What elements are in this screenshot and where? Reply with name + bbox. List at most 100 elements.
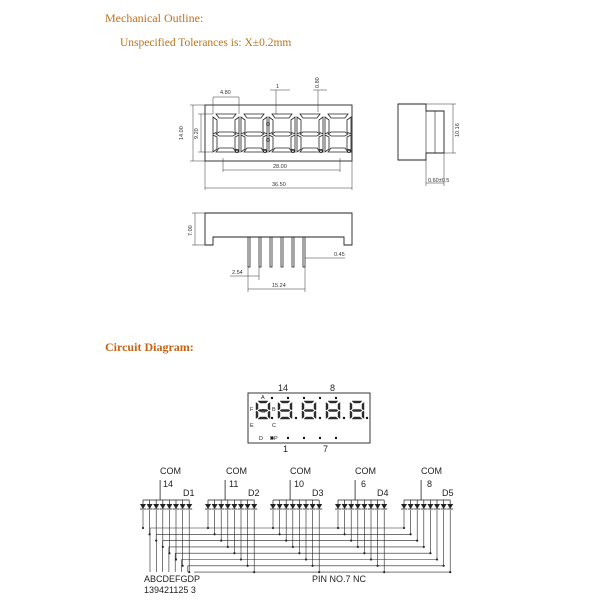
led-diode <box>276 503 284 510</box>
seg-label-a: A <box>261 395 265 401</box>
seg-label-e: E <box>250 423 254 429</box>
digit-group-d1: COM 14 D1 <box>160 466 195 498</box>
junction-dot <box>141 526 145 530</box>
pin-label-1: 1 <box>283 444 288 454</box>
led-diode <box>315 503 323 510</box>
com-pin-d4: 6 <box>361 479 366 489</box>
circuit-diagram-title: Circuit Diagram: <box>105 340 194 354</box>
digit-name-d5: D5 <box>442 488 454 498</box>
digit-3-outline <box>268 113 296 153</box>
seg-label-c: C <box>272 423 276 429</box>
seg-label-g: G <box>261 409 265 415</box>
digit-4-outline <box>296 113 324 153</box>
junction-dot <box>181 564 184 567</box>
seg-label-d: D <box>259 436 263 442</box>
led-diode <box>433 503 441 510</box>
led-diode <box>172 503 180 510</box>
led-diode <box>334 503 342 510</box>
led-diode <box>211 503 219 510</box>
com-label-d2: COM <box>226 466 247 476</box>
led-diode <box>354 503 362 510</box>
led-diode <box>426 503 434 510</box>
led-diode <box>302 503 310 510</box>
com-label-d3: COM <box>290 466 311 476</box>
dim-depth: 7.00 <box>188 225 194 236</box>
bottom-view: 7.00 2.54 0.45 15.24 <box>188 212 353 292</box>
com-label-d4: COM <box>355 466 376 476</box>
segment-pin-numbers: 139421125 3 <box>144 585 196 595</box>
segment-pin-names: ABCDEFGDP <box>144 574 200 584</box>
com-label-d5: COM <box>421 466 442 476</box>
led-diode <box>204 503 212 510</box>
led-diode <box>250 503 258 510</box>
dim-segment: 1 <box>276 84 279 90</box>
digit-name-d4: D4 <box>377 488 389 498</box>
dim-pitch: 2.54 <box>232 270 243 276</box>
seg-label-dp: DP <box>270 436 278 442</box>
led-diode <box>269 503 277 510</box>
nc-note: PIN NO.7 NC <box>312 574 367 584</box>
led-diode <box>146 503 154 510</box>
digit-name-d3: D3 <box>312 488 324 498</box>
tolerance-note: Unspecified Tolerances is: X±0.2mm <box>120 37 292 49</box>
led-diode <box>347 503 355 510</box>
led-diode <box>407 503 415 510</box>
led-diode <box>360 503 368 510</box>
led-diode <box>413 503 421 510</box>
digit-2-outline <box>240 113 268 153</box>
dim-pin-diameter: 0.45 <box>334 252 345 258</box>
dim-digit-span: 28.00 <box>273 164 287 170</box>
com-pin-d1: 14 <box>163 479 173 489</box>
digit-name-d1: D1 <box>183 488 195 498</box>
dim-dp: 0.80 <box>315 77 321 88</box>
led-diode <box>165 503 173 510</box>
dim-total-length: 36.50 <box>272 182 286 188</box>
pin-label-8: 8 <box>330 383 335 393</box>
digit-group-d4: COM 6 D4 <box>355 466 389 498</box>
com-pin-d2: 11 <box>229 479 238 489</box>
led-diode <box>400 503 408 510</box>
com-label-d1: COM <box>160 466 181 476</box>
digit-group-d2: COM 11 D2 <box>226 466 260 498</box>
schematic: COM 14 D1 COM 11 D2 COM 10 D3 COM 6 D4 C… <box>139 466 454 595</box>
led-diode <box>367 503 375 510</box>
digit-5-outline <box>324 113 352 153</box>
led-diode <box>289 503 297 510</box>
pin-label-7: 7 <box>323 444 328 454</box>
led-diode <box>217 503 225 510</box>
seg-label-b: B <box>272 407 276 413</box>
led-diode <box>420 503 428 510</box>
led-diode <box>440 503 448 510</box>
front-view: 4.80 1 0.80 14.00 9.20 28.00 36.50 <box>179 77 353 190</box>
dim-side-bottom: 0.60±0.5 <box>428 178 449 184</box>
led-diode <box>179 503 187 510</box>
led-diode <box>446 503 454 510</box>
led-diode <box>152 503 160 510</box>
led-diode <box>185 503 193 510</box>
front-body-outline <box>204 104 353 162</box>
dim-height: 14.00 <box>179 126 185 140</box>
com-pin-d3: 10 <box>294 479 304 489</box>
led-diode <box>282 503 290 510</box>
led-diode <box>295 503 303 510</box>
seg-label-f: F <box>250 407 254 413</box>
led-diode <box>244 503 252 510</box>
com-pin-d5: 8 <box>427 479 432 489</box>
led-diode <box>230 503 238 510</box>
display-body <box>247 392 371 444</box>
led-diode <box>237 503 245 510</box>
led-diode <box>341 503 349 510</box>
led-diode <box>139 503 147 510</box>
digit-group-d3: COM 10 D3 <box>290 466 324 498</box>
junction-dot <box>188 570 191 574</box>
digit-group-d5: COM 8 D5 <box>421 466 454 498</box>
led-diode <box>380 503 388 510</box>
dim-pin-span: 15.24 <box>272 283 286 289</box>
digit-name-d2: D2 <box>248 488 260 498</box>
led-diode <box>159 503 167 510</box>
dim-side-height: 10.16 <box>455 123 461 137</box>
display-pinout: A F G B E C D DP 14 8 1 7 <box>247 383 371 454</box>
led-diode <box>224 503 232 510</box>
pin-label-14: 14 <box>278 383 288 393</box>
